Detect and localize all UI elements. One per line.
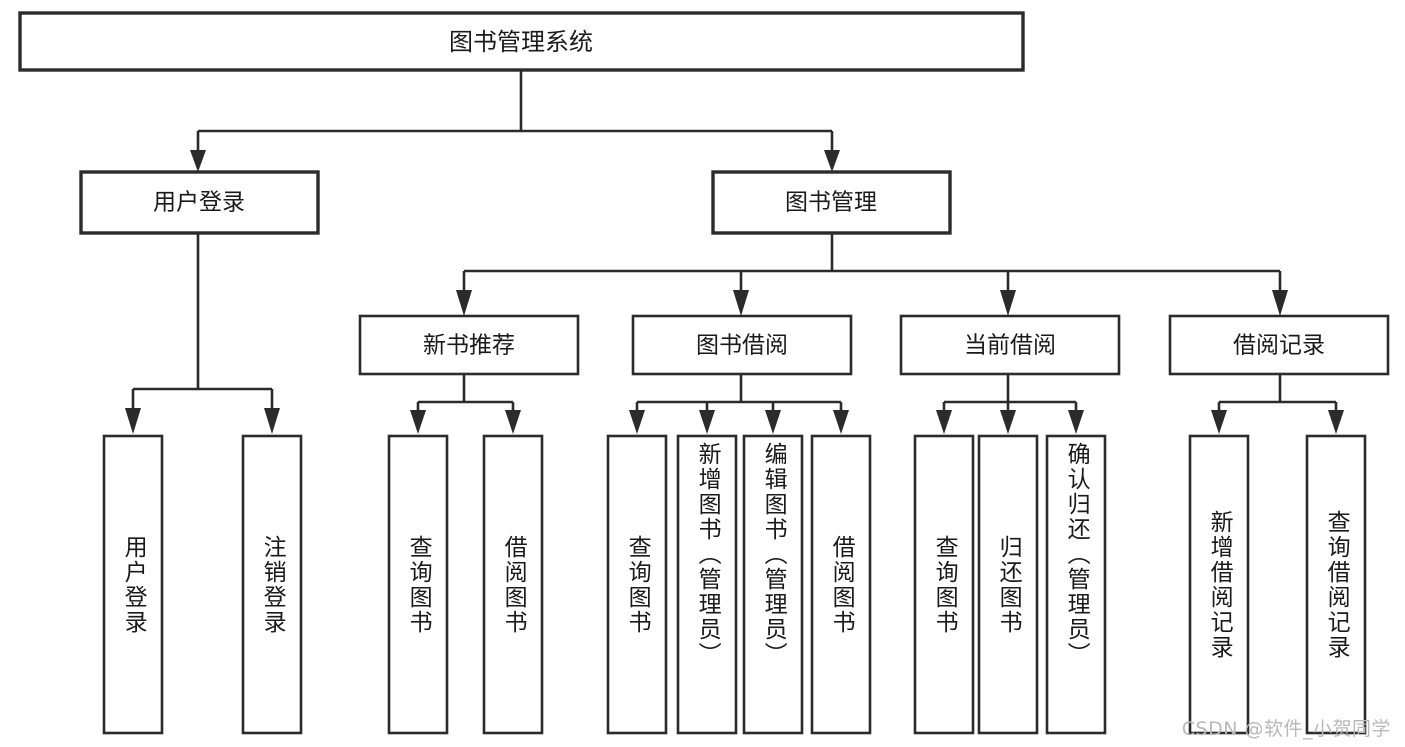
node-book-manage-label: 图书管理 [785,190,877,216]
node-book-borrow-label: 图书借阅 [696,333,788,359]
node-leaf-new-book-2[interactable] [482,434,544,735]
arrowhead-cb-l3 [1068,410,1084,434]
node-borrow-record-box[interactable] [1168,314,1390,376]
arrowhead-br-l1 [1211,410,1227,434]
arrowhead-ul-leaf1 [125,408,141,434]
node-book-borrow-box[interactable] [631,314,853,376]
node-borrow-record-label: 借阅记录 [1233,333,1325,359]
node-leaf-new-book-1[interactable] [387,434,449,735]
arrowhead-bb-l4 [833,410,849,434]
node-leaf-book-borrow-1[interactable] [606,434,668,735]
arrowhead-nbr-l1 [410,410,426,434]
node-user-login-label: 用户登录 [153,190,245,216]
arrowhead-new-book [456,290,472,316]
arrowhead-bb-l2 [699,410,715,434]
csdn-watermark: CSDN @软件_小贺同学 [1181,718,1391,740]
node-new-book-box[interactable] [358,314,580,376]
arrowhead-nbr-l2 [505,410,521,434]
node-new-book-label: 新书推荐 [423,333,515,359]
node-layer: 图书管理系统 用户登录 图书管理 新书推荐 图书借阅 当前借阅 借阅记录 [18,11,1390,735]
node-leaf-book-borrow-3[interactable] [742,434,804,735]
arrowhead-borrow-record [1272,290,1288,316]
node-leaf-user-login-2[interactable] [241,434,303,735]
node-root-box[interactable] [18,11,1025,72]
arrowhead-ul-leaf2 [264,408,280,434]
node-current-borrow-box[interactable] [899,314,1121,376]
node-leaf-current-borrow-1[interactable] [913,434,975,735]
node-leaf-borrow-record-1[interactable] [1188,434,1250,735]
node-leaf-borrow-record-2[interactable] [1305,434,1367,735]
arrowhead-book-borrow [733,290,749,316]
arrowhead-bb-l1 [629,410,645,434]
arrowhead-book-manage [824,150,840,172]
arrowhead-user-login [190,150,206,172]
arrowhead-cb-l1 [936,410,952,434]
arrowhead-cb-l2 [1000,410,1016,434]
node-root-label: 图书管理系统 [449,28,593,56]
node-user-login-box[interactable] [79,170,320,235]
arrowhead-br-l2 [1328,410,1344,434]
node-leaf-user-login-1[interactable] [102,434,164,735]
node-book-manage-box[interactable] [711,170,952,235]
arrowhead-bb-l3 [765,410,781,434]
node-leaf-book-borrow-4[interactable] [810,434,872,735]
node-current-borrow-label: 当前借阅 [964,333,1056,359]
node-leaf-current-borrow-2[interactable] [977,434,1039,735]
node-leaf-current-borrow-3[interactable] [1045,434,1107,735]
node-leaf-book-borrow-2[interactable] [676,434,738,735]
arrowhead-current-borrow [1000,290,1016,316]
connector-layer [125,70,1344,434]
